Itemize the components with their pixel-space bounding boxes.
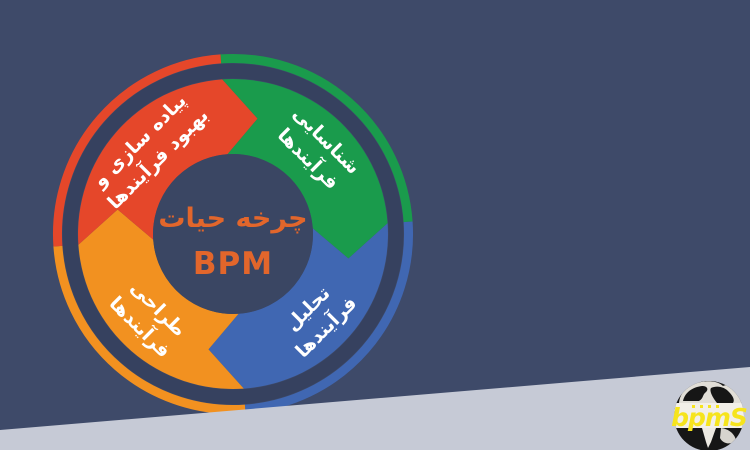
outer-ring-bottom-right bbox=[244, 221, 414, 414]
logo-dots bbox=[692, 405, 719, 408]
outer-ring-top-left bbox=[52, 54, 222, 247]
logo-dot bbox=[692, 405, 695, 408]
bottom-diagonal-panel bbox=[0, 367, 750, 450]
segment-identify-processes bbox=[222, 79, 388, 259]
logo-dot bbox=[708, 405, 711, 408]
segment-analyze-processes bbox=[208, 223, 388, 389]
continent-southeast bbox=[720, 428, 736, 444]
bpms-logo: bpmS bbox=[671, 381, 748, 450]
continent-detail-2 bbox=[710, 386, 734, 403]
outer-ring-bottom-left bbox=[53, 245, 246, 415]
outer-ring-top-right bbox=[220, 53, 413, 223]
segment-design-processes bbox=[78, 209, 244, 389]
center-title-fa: چرخه حیات bbox=[158, 203, 307, 234]
logo-dot bbox=[716, 405, 719, 408]
segment-implement-improve bbox=[78, 79, 258, 245]
logo-dot bbox=[700, 405, 703, 408]
center-circle bbox=[153, 154, 313, 314]
continent-south bbox=[702, 428, 716, 448]
continent-detail-1 bbox=[683, 386, 708, 401]
center-title-en: BPM bbox=[193, 246, 273, 282]
logo-wordmark: bpmS bbox=[671, 403, 747, 432]
shadow-ring bbox=[62, 63, 404, 405]
